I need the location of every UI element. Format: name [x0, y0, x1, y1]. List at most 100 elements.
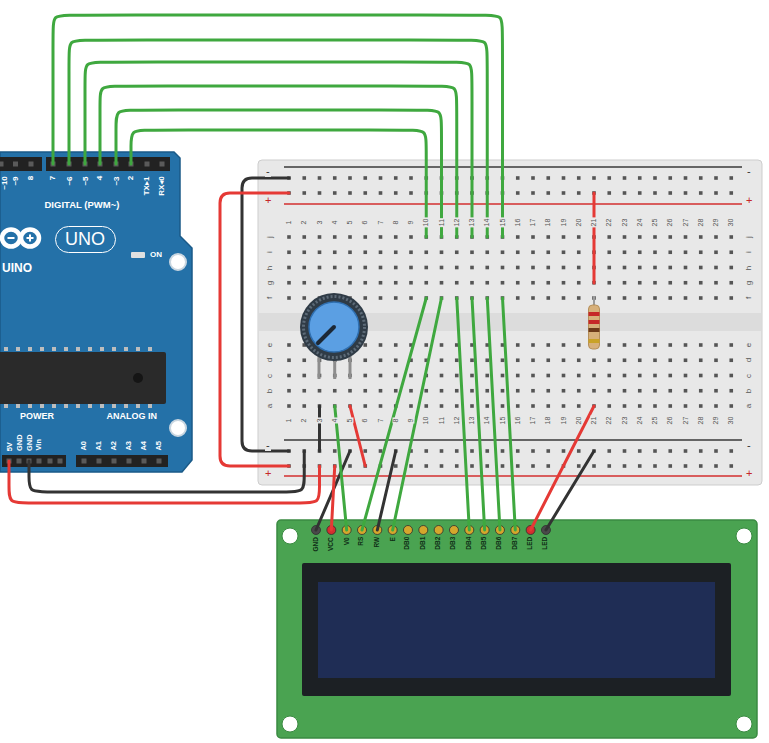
chip-pin	[52, 404, 56, 408]
wire	[393, 298, 442, 530]
breadboard-hole	[302, 176, 306, 180]
breadboard-label: 4	[331, 219, 338, 225]
chip-pin	[100, 347, 104, 351]
rail-line-negative	[284, 166, 742, 168]
breadboard-hole	[562, 374, 566, 378]
breadboard-hole	[470, 404, 474, 408]
breadboard-hole	[302, 404, 306, 408]
pin-label: 8	[27, 176, 35, 180]
breadboard-hole	[394, 389, 398, 393]
breadboard-hole	[653, 296, 657, 300]
breadboard-label: i	[266, 250, 274, 254]
breadboard-label: d	[266, 357, 274, 363]
chip-pin	[124, 404, 128, 408]
breadboard-hole	[470, 449, 474, 453]
header-pin	[127, 459, 132, 464]
chip-notch	[133, 373, 143, 383]
breadboard-label: d	[745, 357, 753, 363]
breadboard-label: +	[264, 468, 272, 479]
lcd-pin-label: DB2	[435, 537, 442, 550]
microcontroller-chip	[0, 352, 166, 404]
breadboard-label: 19	[560, 415, 567, 425]
breadboard-hole	[699, 374, 703, 378]
breadboard-hole	[684, 449, 688, 453]
breadboard-label: 3	[316, 417, 323, 423]
breadboard-hole	[333, 389, 337, 393]
breadboard-hole	[287, 235, 291, 239]
chip-pin	[76, 347, 80, 351]
breadboard-hole	[638, 296, 642, 300]
header-pin	[97, 459, 102, 464]
breadboard-hole	[699, 389, 703, 393]
breadboard-hole	[501, 374, 505, 378]
breadboard-hole	[287, 296, 291, 300]
breadboard-hole	[409, 250, 413, 254]
breadboard-hole	[623, 191, 627, 195]
breadboard-hole	[684, 464, 688, 468]
breadboard-hole	[562, 296, 566, 300]
breadboard-hole	[531, 281, 535, 285]
breadboard-label: 15	[499, 415, 506, 425]
breadboard-hole	[562, 191, 566, 195]
breadboard-hole	[577, 250, 581, 254]
logo-minus	[8, 237, 15, 239]
breadboard-hole	[623, 343, 627, 347]
chip-pin	[16, 404, 20, 408]
breadboard-hole	[516, 358, 520, 362]
resistor-band	[589, 339, 600, 343]
breadboard-hole	[638, 250, 642, 254]
breadboard-hole	[302, 374, 306, 378]
breadboard-hole	[546, 281, 550, 285]
breadboard-hole	[531, 358, 535, 362]
breadboard-hole	[653, 449, 657, 453]
breadboard-label: g	[745, 280, 753, 286]
breadboard-label: 13	[468, 415, 475, 425]
breadboard-hole	[577, 235, 581, 239]
lcd-pin-label: RW	[374, 537, 381, 548]
breadboard-hole	[638, 343, 642, 347]
breadboard-hole	[287, 374, 291, 378]
breadboard-hole	[684, 358, 688, 362]
breadboard-label: 17	[529, 415, 536, 425]
breadboard-hole	[455, 266, 459, 270]
breadboard-label: 5	[346, 219, 353, 225]
breadboard-hole	[562, 389, 566, 393]
pin-label: ANALOG IN	[107, 412, 158, 421]
breadboard-hole	[684, 374, 688, 378]
breadboard-hole	[501, 281, 505, 285]
potentiometer-body	[300, 293, 368, 361]
header-pins	[0, 162, 165, 464]
breadboard-hole	[501, 464, 505, 468]
jumper-wires	[220, 178, 594, 466]
breadboard-hole	[546, 449, 550, 453]
breadboard: --++123456789101112131415161718192021222…	[258, 160, 762, 485]
breadboard-hole	[668, 250, 672, 254]
breadboard-hole	[440, 464, 444, 468]
chip-pin	[88, 347, 92, 351]
breadboard-hole	[653, 235, 657, 239]
breadboard-label: 24	[636, 217, 643, 227]
breadboard-hole	[348, 266, 352, 270]
breadboard-hole	[409, 281, 413, 285]
resistor-band	[589, 328, 600, 332]
breadboard-hole	[394, 176, 398, 180]
breadboard-hole	[684, 176, 688, 180]
breadboard-hole	[668, 176, 672, 180]
lcd-pin-pad	[403, 526, 412, 535]
breadboard-hole	[501, 266, 505, 270]
breadboard-hole	[501, 389, 505, 393]
breadboard-hole	[714, 389, 718, 393]
breadboard-label: 14	[484, 415, 491, 425]
breadboard-hole	[501, 358, 505, 362]
chip-pin	[148, 404, 152, 408]
pin-label: RX◂0	[158, 176, 166, 196]
breadboard-hole	[699, 404, 703, 408]
lcd-pin-pad	[419, 526, 428, 535]
lcd-pin-label: VCC	[328, 537, 335, 551]
resistor-band	[589, 320, 600, 324]
breadboard-hole	[546, 464, 550, 468]
breadboard-label: -	[746, 440, 752, 451]
breadboard-hole	[302, 296, 306, 300]
breadboard-label: 23	[621, 415, 628, 425]
chip-pin	[64, 347, 68, 351]
